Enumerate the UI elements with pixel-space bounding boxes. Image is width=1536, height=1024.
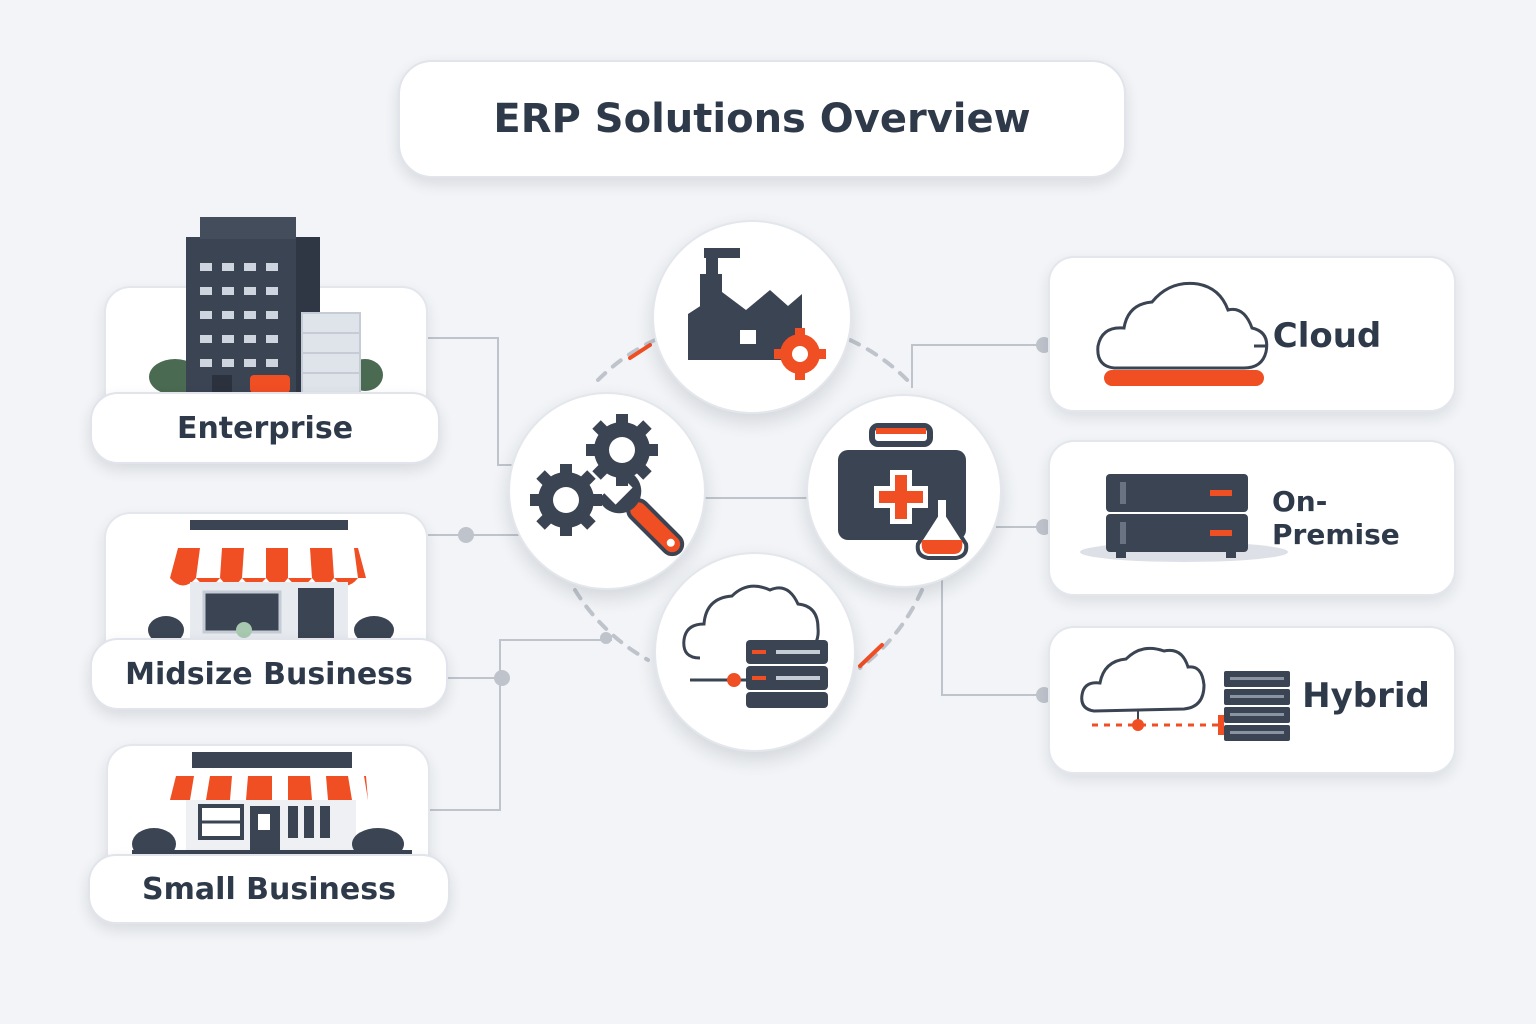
small-business-label: Small Business [142,871,396,907]
server-rack-icon [1080,474,1288,562]
factory-icon [688,248,826,380]
small-store-icon [132,752,412,860]
enterprise-label: Enterprise [176,410,354,446]
hybrid-label: Hybrid [1302,676,1430,716]
small-business-label-pill[interactable]: Small Business [88,854,450,924]
cloud-server-icon [682,584,828,708]
cloud-icon [1096,281,1269,386]
shop-storefront-icon [148,520,394,644]
hybrid-cloud-server-icon [1080,646,1290,741]
page-title: ERP Solutions Overview [493,96,1031,142]
medical-kit-icon [838,423,969,560]
gears-wrench-icon [530,414,685,557]
page-title-pill: ERP Solutions Overview [398,60,1126,178]
on-premise-label: On-Premise [1272,485,1400,551]
cloud-label: Cloud [1272,316,1382,356]
midsize-label: Midsize Business [125,656,413,692]
enterprise-label-pill[interactable]: Enterprise [90,392,440,464]
midsize-label-pill[interactable]: Midsize Business [90,638,448,710]
office-building-icon [149,217,383,395]
